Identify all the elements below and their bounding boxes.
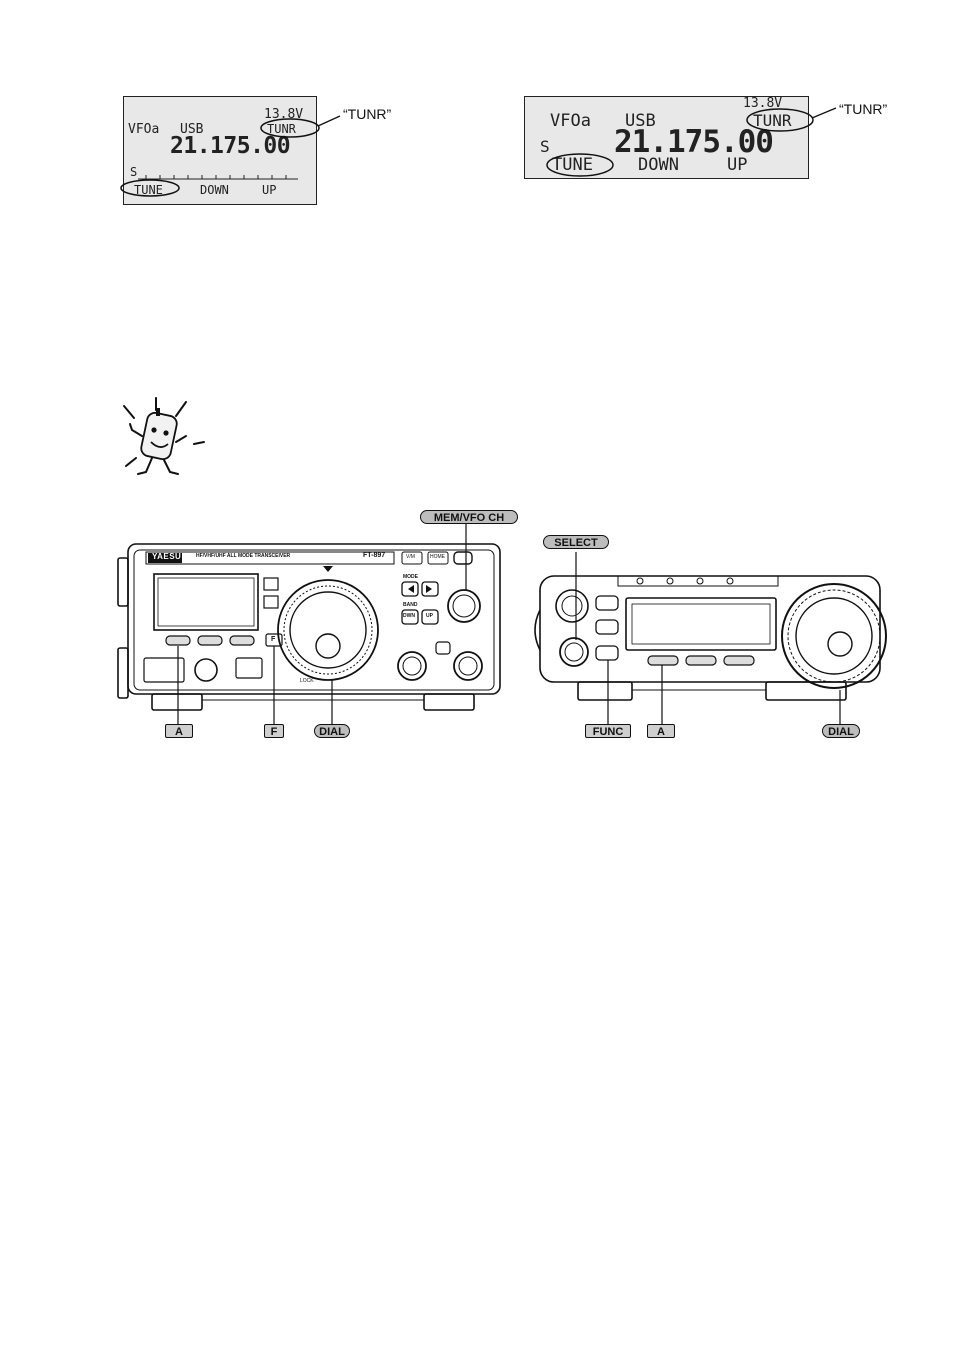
label-func: FUNC — [585, 724, 631, 738]
radio1-panel-f-key: F — [271, 636, 276, 643]
label-a-right: A — [647, 724, 675, 738]
lcd-mode: USB — [180, 122, 204, 137]
lcd-softkey-tune: TUNE — [134, 183, 163, 197]
lcd-softkey-up: UP — [262, 183, 277, 197]
lcd2-vfo: VFOa — [550, 111, 591, 131]
lcd-frequency: 21.175.00 — [170, 133, 291, 159]
radio1-panel-vm: V/M — [406, 554, 415, 560]
lcd-display-right: 13.8V VFOa USB TUNR S 21.175.00 TUNE DOW… — [524, 96, 809, 179]
lcd2-meter-label: S — [540, 137, 550, 156]
lcd-meter-label: S — [130, 165, 138, 179]
radio-ft857-illustration — [534, 552, 887, 724]
lcd2-tuner-indicator: TUNR — [753, 111, 792, 130]
lcd-softkey-down: DOWN — [200, 183, 229, 197]
radio1-panel-up: UP — [426, 613, 433, 619]
callout-marks-right — [546, 107, 837, 177]
label-dial-right: DIAL — [822, 724, 860, 738]
label-f: F — [264, 724, 284, 738]
lcd-vfo: VFOa — [128, 122, 160, 137]
lcd-s-meter-scale — [138, 175, 298, 180]
lcd2-softkey-up: UP — [727, 155, 748, 175]
radio1-brand: YAESU — [152, 552, 182, 561]
radio1-model: FT-897 — [363, 552, 386, 559]
lcd2-voltage: 13.8V — [743, 96, 783, 111]
radio1-panel-mode: MODE — [403, 574, 418, 580]
lcd2-mode: USB — [625, 111, 656, 131]
callout-tunr-right: “TUNR” — [839, 101, 888, 117]
lcd2-softkey-tune: TUNE — [552, 155, 593, 175]
label-a-left: A — [165, 724, 193, 738]
mascot-illustration — [123, 397, 205, 475]
radio1-panel-dwn: DWN — [403, 613, 415, 619]
label-select: SELECT — [543, 535, 609, 549]
label-mem-vfo-ch: MEM/VFO CH — [420, 510, 518, 524]
callout-marks-left — [120, 115, 341, 197]
radio1-tagline: HF/VHF/UHF ALL MODE TRANSCEIVER — [196, 553, 291, 559]
radio1-panel-lock: LOCK — [300, 678, 314, 684]
lcd-display-left: 13.8V VFOa USB TUNR 21.175.00 S TUNE DOW… — [123, 96, 317, 205]
radio1-panel-home: HOME — [430, 554, 445, 560]
lcd-tuner-indicator: TUNR — [267, 122, 296, 136]
label-dial-left: DIAL — [314, 724, 350, 738]
lcd2-softkey-down: DOWN — [638, 155, 679, 175]
lcd-voltage: 13.8V — [264, 107, 304, 122]
lcd2-frequency: 21.175.00 — [614, 124, 774, 160]
radio1-panel-band: BAND — [403, 602, 418, 608]
radio-ft897-illustration — [117, 524, 501, 724]
callout-tunr-left: “TUNR” — [343, 106, 392, 122]
